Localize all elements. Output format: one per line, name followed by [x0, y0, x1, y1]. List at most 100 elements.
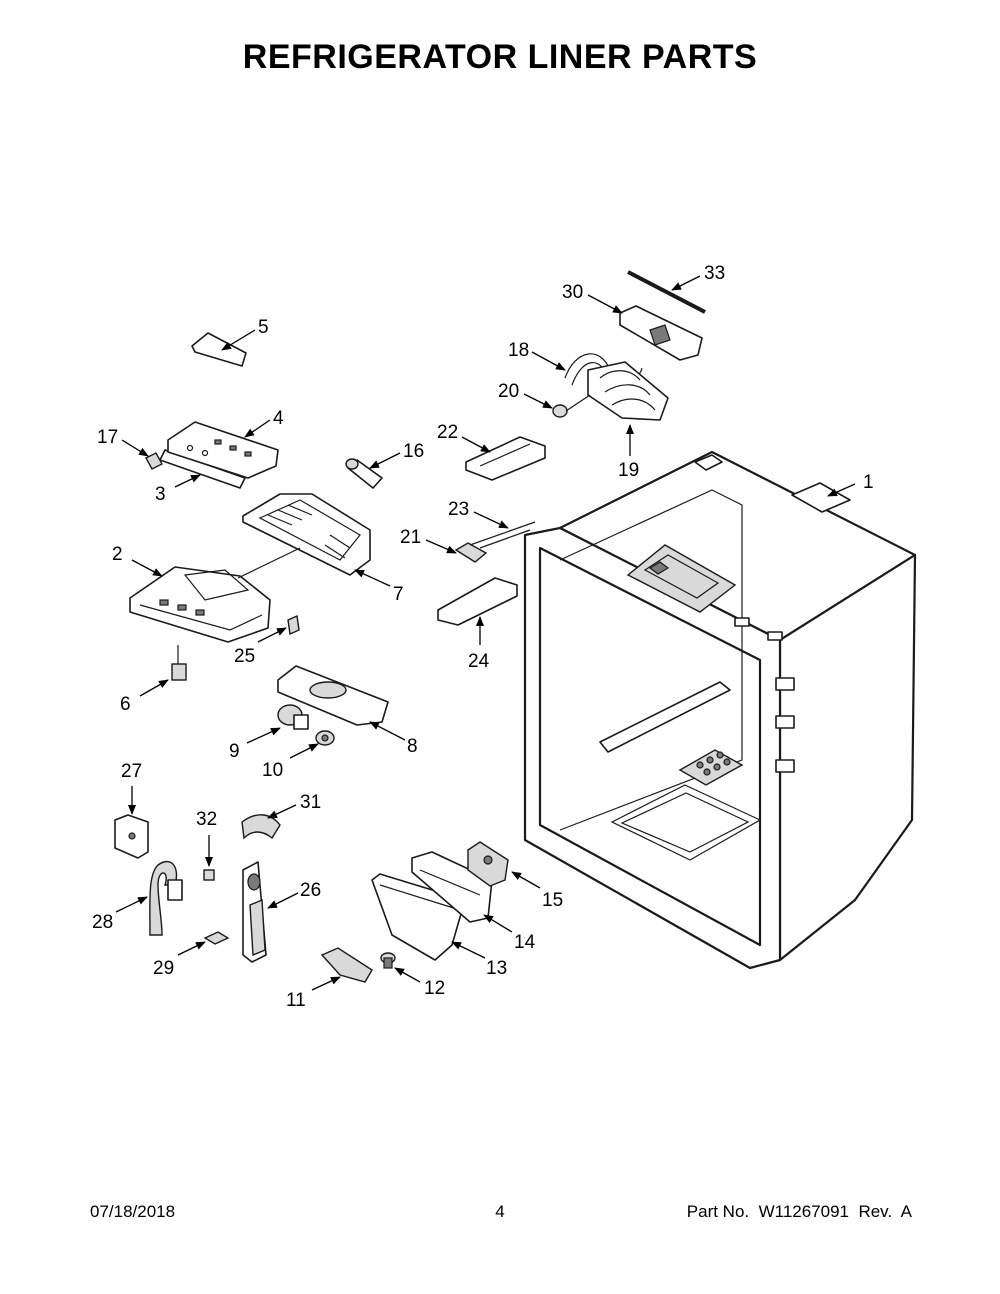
svg-text:29: 29 — [153, 958, 174, 979]
svg-text:27: 27 — [121, 761, 142, 782]
svg-text:31: 31 — [300, 792, 321, 813]
svg-text:4: 4 — [273, 408, 284, 429]
callout-7: 7 — [354, 569, 404, 605]
callout-26: 26 — [267, 880, 321, 909]
seal-strip[interactable] — [627, 270, 706, 314]
callout-25: 25 — [234, 627, 287, 667]
motor-assembly[interactable] — [467, 841, 509, 887]
svg-text:6: 6 — [120, 694, 131, 715]
svg-text:5: 5 — [258, 317, 269, 338]
svg-text:21: 21 — [400, 527, 421, 548]
svg-text:17: 17 — [97, 427, 118, 448]
svg-text:32: 32 — [196, 809, 217, 830]
footer-page-number: 4 — [495, 1202, 505, 1221]
screw[interactable] — [552, 394, 591, 418]
callout-8: 8 — [369, 721, 418, 757]
callout-31: 31 — [267, 792, 321, 819]
callout-27: 27 — [121, 761, 142, 815]
callout-22: 22 — [437, 422, 491, 453]
sensor-wire[interactable] — [469, 521, 536, 546]
clip[interactable] — [145, 452, 163, 470]
svg-text:33: 33 — [704, 263, 725, 284]
fan-housing[interactable] — [619, 305, 703, 361]
refrigerator-liner[interactable] — [523, 450, 917, 970]
water-hose[interactable] — [149, 860, 183, 936]
callout-24: 24 — [468, 616, 490, 672]
mounting-bracket[interactable] — [114, 814, 149, 859]
svg-text:16: 16 — [403, 441, 424, 462]
footer-part-number: Part No. W11267091 Rev. A — [686, 1202, 912, 1221]
gear[interactable] — [315, 730, 335, 746]
callout-32: 32 — [196, 809, 217, 867]
svg-text:8: 8 — [407, 736, 418, 757]
callout-10: 10 — [262, 743, 319, 781]
svg-text:2: 2 — [112, 544, 123, 565]
callout-17: 17 — [97, 427, 149, 457]
callout-9: 9 — [229, 727, 281, 762]
callout-1: 1 — [827, 472, 874, 497]
control-board[interactable] — [167, 421, 279, 479]
callout-29: 29 — [153, 941, 206, 979]
svg-text:24: 24 — [468, 651, 490, 672]
callout-11: 11 — [286, 976, 341, 1011]
control-housing[interactable] — [129, 566, 271, 643]
svg-text:12: 12 — [424, 978, 445, 999]
svg-text:11: 11 — [286, 990, 306, 1011]
callout-2: 2 — [112, 544, 163, 577]
clip[interactable] — [287, 614, 300, 636]
callout-15: 15 — [511, 871, 563, 911]
callout-13: 13 — [451, 941, 507, 979]
callout-19: 19 — [618, 424, 639, 481]
callout-18: 18 — [508, 340, 566, 371]
callout-28: 28 — [92, 896, 148, 933]
chute-cover[interactable] — [241, 814, 281, 840]
lamp[interactable] — [345, 458, 383, 489]
ice-chute[interactable] — [242, 861, 267, 963]
light-diffuser[interactable] — [237, 493, 371, 579]
clamp[interactable] — [203, 931, 230, 945]
svg-text:3: 3 — [155, 484, 166, 505]
callout-6: 6 — [120, 679, 169, 715]
damper-housing[interactable] — [465, 436, 546, 481]
svg-text:9: 9 — [229, 741, 240, 762]
callout-33: 33 — [671, 263, 725, 291]
callout-12: 12 — [394, 967, 445, 999]
callout-3: 3 — [155, 474, 201, 505]
thermistor[interactable] — [454, 529, 531, 563]
svg-text:22: 22 — [437, 422, 458, 443]
control-cover[interactable] — [191, 332, 247, 367]
callout-16: 16 — [369, 441, 424, 469]
svg-text:10: 10 — [262, 760, 283, 781]
svg-text:20: 20 — [498, 381, 519, 402]
dispenser-housing[interactable] — [277, 665, 389, 726]
svg-text:23: 23 — [448, 499, 469, 520]
svg-text:26: 26 — [300, 880, 321, 901]
light-rail[interactable] — [437, 577, 518, 626]
switch[interactable] — [171, 645, 187, 681]
screw[interactable] — [380, 952, 396, 969]
svg-text:7: 7 — [393, 584, 404, 605]
svg-text:13: 13 — [486, 958, 507, 979]
callout-30: 30 — [562, 282, 623, 314]
svg-text:14: 14 — [514, 932, 536, 953]
svg-text:18: 18 — [508, 340, 529, 361]
svg-text:1: 1 — [863, 472, 874, 493]
callout-20: 20 — [498, 381, 553, 409]
svg-text:19: 19 — [618, 460, 639, 481]
page-title: REFRIGERATOR LINER PARTS — [242, 38, 758, 76]
svg-text:15: 15 — [542, 890, 563, 911]
svg-text:25: 25 — [234, 646, 255, 667]
callout-14: 14 — [483, 914, 536, 953]
drip-tray[interactable] — [320, 947, 373, 983]
callout-21: 21 — [400, 527, 457, 554]
svg-text:30: 30 — [562, 282, 583, 303]
callout-5: 5 — [221, 317, 269, 351]
callout-23: 23 — [448, 499, 509, 529]
door-switch[interactable] — [203, 869, 215, 881]
footer-date: 07/18/2018 — [90, 1202, 176, 1221]
evaporator-coil[interactable] — [587, 361, 669, 421]
svg-text:28: 28 — [92, 912, 113, 933]
motor[interactable] — [277, 704, 309, 730]
callout-4: 4 — [244, 408, 284, 438]
